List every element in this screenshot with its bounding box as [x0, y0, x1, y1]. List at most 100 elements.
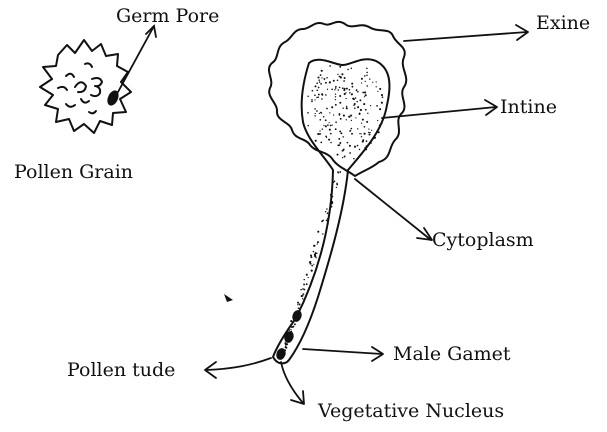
- cytoplasm-dot: [334, 181, 336, 183]
- pollen-grain-figure: [40, 40, 131, 133]
- cytoplasm-dot: [330, 194, 332, 196]
- cytoplasm-dot: [369, 78, 370, 79]
- cytoplasm-dot: [315, 85, 317, 87]
- cytoplasm-dot: [327, 89, 328, 90]
- cytoplasm-dot: [302, 293, 304, 295]
- cytoplasm-dot: [359, 133, 360, 134]
- cytoplasm-dot: [366, 145, 368, 147]
- cytoplasm-dot: [329, 112, 330, 113]
- cytoplasm-dot: [315, 252, 317, 254]
- cytoplasm-dot: [337, 154, 339, 156]
- cytoplasm-dot: [364, 96, 365, 97]
- cytoplasm-dot: [298, 303, 300, 305]
- cytoplasm-dot: [331, 203, 333, 205]
- cytoplasm-dot: [350, 115, 352, 117]
- pollen-grain-label: Pollen Grain: [14, 163, 133, 182]
- pollen-grain-marking: [89, 111, 96, 113]
- cytoplasm-dot: [340, 76, 342, 78]
- cytoplasm-dot: [346, 88, 348, 90]
- cytoplasm-dot: [336, 187, 337, 188]
- cytoplasm-dot: [314, 99, 315, 100]
- cytoplasm-dot: [298, 307, 300, 309]
- pollen-tude-arrow: [205, 358, 271, 378]
- cytoplasm-dot: [317, 241, 319, 243]
- cytoplasm-dot: [329, 81, 331, 83]
- cytoplasm-dot: [335, 93, 336, 94]
- cytoplasm-dot: [360, 109, 362, 111]
- cytoplasm-dot: [351, 120, 352, 121]
- cytoplasm-dot: [329, 129, 331, 131]
- cytoplasm-dot: [354, 146, 356, 148]
- male-gamet-label: Male Gamet: [393, 345, 511, 364]
- cytoplasm-dot: [327, 218, 328, 219]
- stray-mark: [224, 294, 233, 302]
- cytoplasm-dot: [367, 113, 368, 114]
- cytoplasm-dot: [345, 98, 346, 99]
- cytoplasm-dot: [373, 137, 375, 139]
- cytoplasm-dot: [364, 75, 366, 77]
- cytoplasm-dot: [370, 105, 371, 106]
- cytoplasm-dot: [325, 94, 327, 96]
- cytoplasm-dot: [325, 211, 326, 212]
- cytoplasm-dot: [350, 130, 352, 132]
- cytoplasm-dot: [351, 133, 353, 135]
- cytoplasm-dot: [368, 132, 369, 133]
- cytoplasm-dot: [335, 96, 336, 97]
- cytoplasm-dot: [307, 112, 309, 114]
- cytoplasm-dot: [336, 183, 338, 185]
- cytoplasm-dot: [344, 77, 346, 79]
- cytoplasm-dot: [326, 208, 328, 210]
- cytoplasm-dot: [342, 136, 344, 138]
- exine-outline: [269, 22, 406, 176]
- cytoplasm-dot: [381, 123, 382, 124]
- cytoplasm-dot: [354, 103, 356, 105]
- cytoplasm-dot: [339, 95, 341, 97]
- cytoplasm-dot: [338, 89, 340, 91]
- cytoplasm-dot: [353, 158, 354, 159]
- cytoplasm-dot: [347, 69, 349, 71]
- cytoplasm-dot: [371, 130, 372, 131]
- cytoplasm-dot: [361, 136, 362, 137]
- cytoplasm-dot: [365, 148, 367, 150]
- cytoplasm-dot: [361, 82, 362, 83]
- cytoplasm-dot: [339, 130, 341, 132]
- cytoplasm-dot: [357, 128, 358, 129]
- cytoplasm-dot: [313, 264, 314, 265]
- cytoplasm-dot: [361, 78, 363, 80]
- cytoplasm-dot: [325, 119, 327, 121]
- exine-label: Exine: [536, 14, 590, 33]
- cytoplasm-dot: [307, 96, 309, 98]
- cytoplasm-dot: [337, 74, 338, 75]
- cytoplasm-dot: [343, 148, 344, 149]
- cytoplasm-dot: [325, 82, 327, 84]
- cytoplasm-dot: [285, 347, 287, 349]
- cytoplasm-dot: [348, 116, 350, 118]
- cytoplasm-dot: [321, 93, 323, 95]
- cytoplasm-dot: [297, 304, 298, 305]
- cytoplasm-dot: [346, 106, 347, 107]
- cytoplasm-dot: [323, 125, 324, 126]
- pollen-grain-marking: [66, 74, 74, 77]
- cytoplasm-dot: [321, 77, 322, 78]
- cytoplasm-dot: [330, 202, 331, 203]
- cytoplasm-dot: [362, 139, 364, 141]
- cytoplasm-dot: [344, 93, 346, 95]
- cytoplasm-dot: [333, 182, 334, 183]
- cytoplasm-dot: [354, 107, 356, 109]
- cytoplasm-dot: [308, 277, 309, 278]
- cytoplasm-dot: [333, 80, 335, 82]
- male-gamete-upper: [291, 309, 304, 323]
- cytoplasm-dot: [335, 87, 337, 89]
- pollen-grain-marking: [58, 87, 67, 90]
- cytoplasm-dot: [352, 86, 354, 88]
- cytoplasm-dot: [319, 113, 320, 114]
- cytoplasm-dot: [294, 323, 296, 325]
- cytoplasm-dot: [313, 245, 315, 247]
- cytoplasm-dot: [335, 86, 337, 88]
- cytoplasm-dot: [342, 157, 343, 158]
- cytoplasm-dot: [345, 92, 346, 93]
- cytoplasm-dot: [318, 79, 320, 81]
- cytoplasm-dot: [323, 116, 325, 118]
- cytoplasm-dot: [376, 86, 377, 87]
- cytoplasm-dot: [349, 152, 351, 154]
